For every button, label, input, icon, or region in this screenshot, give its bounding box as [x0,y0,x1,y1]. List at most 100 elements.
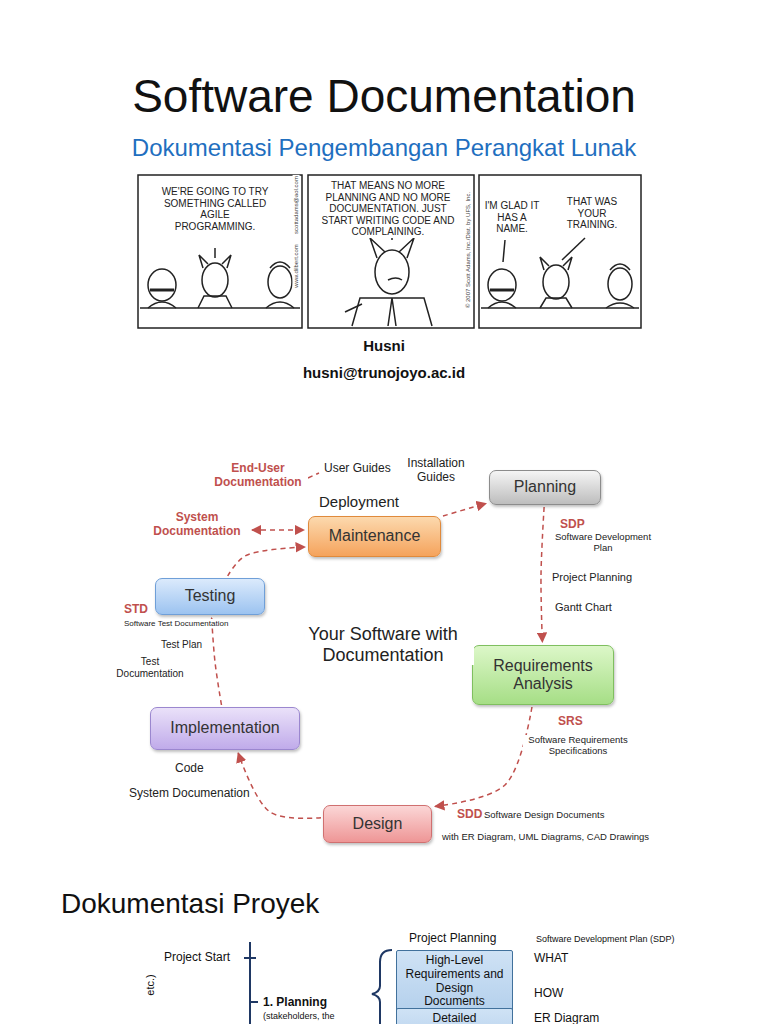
dashed-connector [238,753,321,818]
comic-panel [308,175,474,328]
node-text: Design [353,815,403,833]
process-box: Requirements Analysis [472,645,614,705]
document-box: Detailed [396,1008,513,1024]
author-name: Husni [362,337,406,354]
boss-body [540,298,572,308]
figure-glasses [150,289,174,292]
speech-text: THAT WAS YOUR TRAINING. [557,196,627,231]
comic-panel [479,175,641,328]
credit-text: scottadams@aol.com [293,175,300,235]
timeline-label: Project Start [163,951,231,965]
boss-head [202,263,228,297]
phase-note: etc.) [144,973,157,996]
doc-label: Project Planning [551,571,633,584]
doc-type-label: End-User Documentation [208,462,308,490]
doc-label: Software Requirements Specifications [523,735,633,757]
boss-mouth [388,278,402,280]
doc-acronym: STD [123,603,149,617]
figure-glasses [490,289,514,292]
author-email: husni@trunojoyo.ac.id [302,364,466,381]
table-edge [140,307,300,309]
process-box: Design [323,805,432,843]
process-box: Maintenance [308,516,441,557]
doc-acronym: SRS [557,715,584,729]
node-text: High-Level Requirements and Design Docum… [405,954,504,1009]
boss-tie [388,298,396,326]
process-box: Planning [489,470,601,505]
phase-label: Deployment [318,493,400,510]
doc-label: Software Test Documentation [123,619,229,628]
speech-tail [214,248,216,258]
boss-head [375,250,409,294]
credit-text: © 2007 Scott Adams, Inc./Dist. by UFS, I… [465,191,472,309]
boss-hand [345,304,362,312]
doc-label: Gantt Chart [554,601,613,614]
speech-text: I'M GLAD IT HAS A NAME. [483,200,541,235]
figure-head [608,268,632,300]
process-box: Testing [155,578,265,615]
speech-text: THAT MEANS NO MORE PLANNING AND NO MORE … [314,180,462,238]
figure-head [488,269,516,301]
dashed-connector [443,504,486,516]
figure-hair [270,262,290,268]
doc-label: Software Development Plan [551,532,655,554]
document-box: High-Level Requirements and Design Docum… [396,950,513,1013]
dashed-connector [212,618,222,705]
figure-body [148,302,176,308]
doc-label: with ER Diagram, UML Diagrams, CAD Drawi… [441,832,650,843]
comic-panel [138,175,302,328]
center-label: Your Software with Documentation [292,624,474,665]
node-text: Implementation [170,719,279,737]
phase-label: 1. Planning [262,996,328,1010]
project-timeline [244,942,392,1024]
timeline-tick [244,957,256,959]
doc-acronym: SDP [559,518,586,532]
doc-label: Installation Guides [396,457,476,485]
credit-text: www.dilbert.com [293,243,300,289]
doc-label: User Guides [323,462,392,476]
dashed-connector [541,507,544,642]
table-edge [481,307,639,309]
curly-brace [372,950,392,1024]
speech-text: WE'RE GOING TO TRY SOMETHING CALLED AGIL… [159,186,271,232]
node-text: Maintenance [329,527,421,545]
doc-label: Test Plan [160,639,203,651]
boss-hair [540,257,572,270]
boss-body [198,296,232,308]
section-heading: Dokumentasi Proyek [60,888,320,920]
subtitle: Dokumentasi Pengembangan Perangkat Lunak [131,134,637,162]
figure-body [488,302,516,308]
timeline-tick [250,1001,258,1003]
dashed-connector [228,547,305,576]
node-text: Detailed [432,1012,476,1024]
figure-body [606,303,634,308]
figure-body [266,302,294,308]
doc-label: Test Documentation [114,656,186,679]
node-text: Requirements Analysis [481,657,605,694]
boss-body [352,298,432,326]
doc-acronym: SDD [456,808,483,822]
speech-tail [503,240,505,262]
dashed-arrow [252,529,304,531]
node-text: Planning [514,478,576,496]
figure-head [268,266,292,298]
figure-hair [610,264,630,270]
timeline-axis [249,942,251,1024]
doc-label: System Documenation [128,787,251,801]
doc-label: ER Diagram [533,1012,600,1024]
doc-label: HOW [533,987,564,1001]
doc-label: Code [174,762,205,776]
phase-note: (stakeholders, the [262,1011,336,1021]
speech-tail [562,238,585,260]
comic-strip [138,175,641,328]
doc-label: WHAT [533,952,569,966]
boss-hair [370,238,414,258]
page-title: Software Documentation [131,70,637,123]
doc-label: Software Development Plan (SDP) [535,934,676,944]
figure-head [148,269,176,301]
doc-type-label: System Documentation [147,511,247,539]
doc-label: Software Design Documents [483,810,605,821]
node-text: Testing [185,587,236,605]
boss-head [543,265,569,299]
